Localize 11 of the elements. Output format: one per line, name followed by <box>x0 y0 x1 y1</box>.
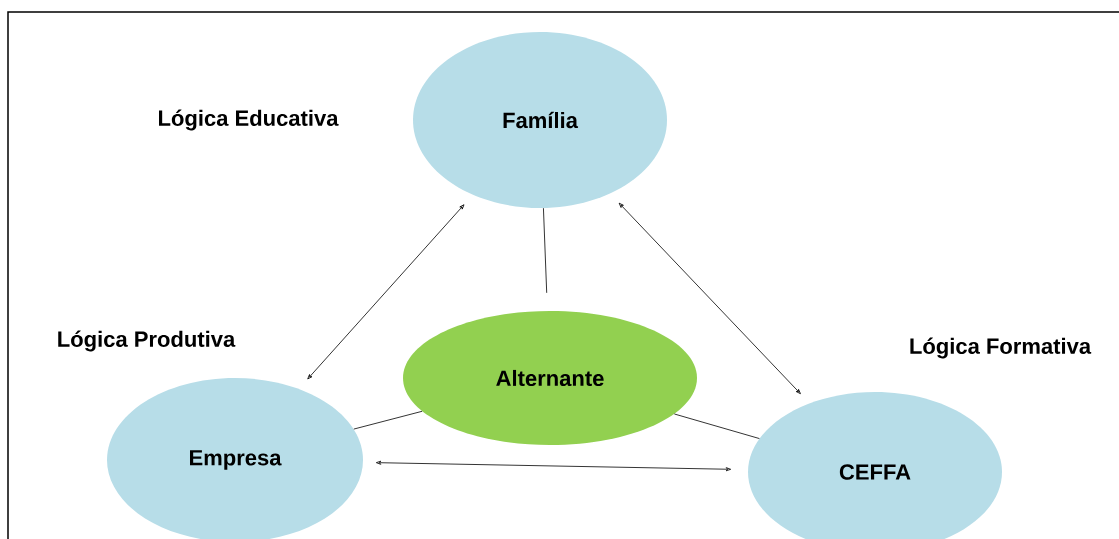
connector <box>673 413 760 439</box>
logic-label: Lógica Produtiva <box>58 330 236 352</box>
connector <box>543 207 548 294</box>
connector <box>618 202 801 395</box>
logic-label: Lógica Educativa <box>159 109 339 131</box>
connector <box>307 204 465 380</box>
ellipse-node: Alternante <box>403 311 697 445</box>
logic-label: Lógica Formativa <box>910 337 1092 359</box>
connector <box>375 460 732 472</box>
ellipse-node: Família <box>413 32 667 208</box>
connector <box>353 410 423 430</box>
